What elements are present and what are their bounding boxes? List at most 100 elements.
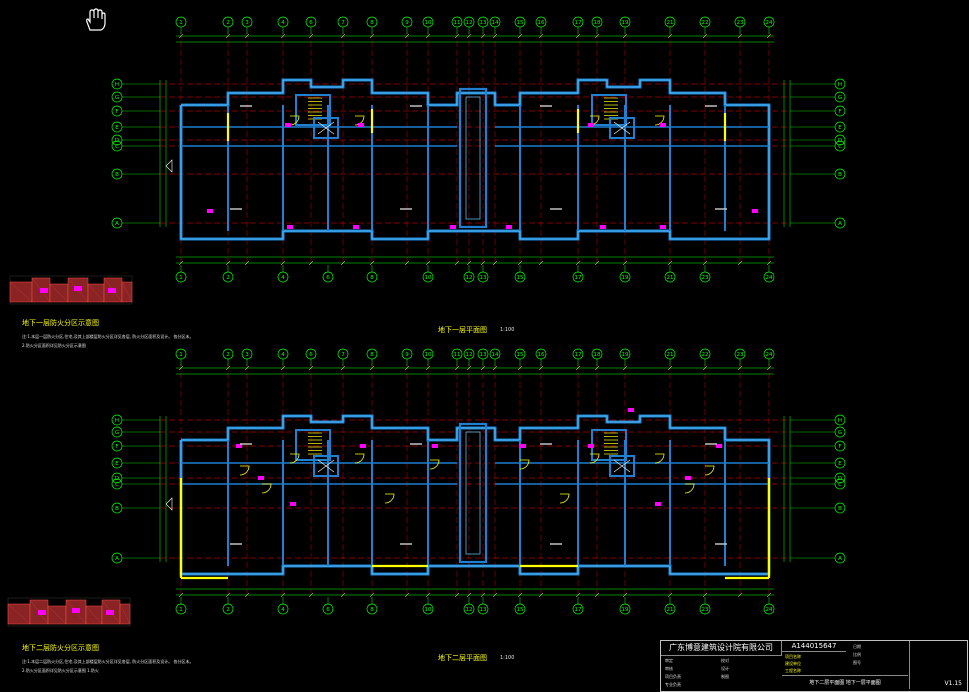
dimension-tick bbox=[575, 260, 581, 266]
axis-label: 12 bbox=[466, 352, 473, 358]
dimension-tick bbox=[766, 260, 772, 266]
dimension-tick bbox=[594, 260, 600, 266]
dimension-tick bbox=[280, 260, 286, 266]
dimension-tick bbox=[517, 33, 523, 39]
elevator-cross bbox=[613, 459, 631, 473]
pan-hand-icon[interactable] bbox=[84, 8, 106, 32]
dimension-tick bbox=[308, 260, 314, 266]
tb-cell-scale: 比例 bbox=[853, 652, 861, 657]
axis-label: 12 bbox=[466, 275, 473, 281]
hatch bbox=[47, 605, 67, 625]
tb-cell-date: 日期 bbox=[853, 644, 861, 649]
magenta-marker bbox=[432, 444, 438, 448]
hatch bbox=[87, 283, 105, 303]
dimension-tick bbox=[492, 260, 498, 266]
tb-cell-work-name: 工程名称 bbox=[785, 668, 801, 673]
dimension-tick bbox=[538, 365, 544, 371]
door-swing bbox=[519, 459, 530, 470]
row-label: F bbox=[838, 109, 841, 115]
magenta-marker bbox=[258, 476, 264, 480]
axis-label: 12 bbox=[466, 20, 473, 26]
exterior-wall-inner bbox=[180, 79, 770, 240]
elevator-cross bbox=[317, 121, 335, 135]
axis-label: 15 bbox=[517, 607, 524, 613]
axis-label: 18 bbox=[594, 352, 601, 358]
row-label: A bbox=[838, 556, 842, 562]
door-swing bbox=[654, 453, 665, 464]
dimension-tick bbox=[480, 365, 486, 371]
center-duct bbox=[458, 422, 488, 564]
row-label: C bbox=[838, 144, 842, 150]
axis-label: 23 bbox=[702, 275, 709, 281]
dimension-tick bbox=[480, 260, 486, 266]
dimension-tick bbox=[737, 33, 743, 39]
elevator-shaft bbox=[313, 117, 339, 139]
dimension-tick bbox=[538, 260, 544, 266]
row-label: F bbox=[838, 444, 841, 450]
axis-label: 24 bbox=[766, 352, 773, 358]
axis-label: 18 bbox=[594, 20, 601, 26]
row-label: E bbox=[115, 461, 119, 467]
dimension-tick bbox=[369, 592, 375, 598]
axis-label: 13 bbox=[480, 607, 487, 613]
company-name: 广东博意建筑设计院有限公司 bbox=[661, 641, 782, 656]
dimension-tick bbox=[244, 260, 250, 266]
axis-label: 15 bbox=[517, 20, 524, 26]
row-label: B bbox=[115, 506, 119, 512]
exterior-wall-inner bbox=[180, 415, 770, 575]
dimension-tick bbox=[622, 260, 628, 266]
axis-label: 23 bbox=[737, 20, 744, 26]
dimension-tick bbox=[425, 260, 431, 266]
axis-label: 21 bbox=[667, 352, 674, 358]
fire-zone-2-note-2: 2.防火分区面积详见防火分区示意图 1.防火 bbox=[22, 668, 99, 673]
axis-label: 10 bbox=[425, 275, 432, 281]
dimension-tick bbox=[702, 260, 708, 266]
row-label: H bbox=[838, 418, 842, 424]
tb-cell-check: 校对 bbox=[721, 658, 729, 663]
axis-label: 8 bbox=[370, 20, 374, 26]
row-label: A bbox=[115, 221, 119, 227]
axis-label: 2 bbox=[226, 275, 230, 281]
magenta-marker bbox=[450, 225, 456, 229]
magenta-marker bbox=[660, 225, 666, 229]
tb-cell-client: 建设单位 bbox=[785, 661, 801, 666]
axis-label: 21 bbox=[667, 275, 674, 281]
dimension-tick bbox=[702, 365, 708, 371]
dimension-tick bbox=[594, 33, 600, 39]
axis-label: 7 bbox=[341, 20, 345, 26]
dimension-tick bbox=[766, 365, 772, 371]
axis-label: 6 bbox=[309, 352, 313, 358]
magenta-marker bbox=[600, 225, 606, 229]
axis-label: 24 bbox=[766, 275, 773, 281]
dimension-tick bbox=[225, 365, 231, 371]
door-swing bbox=[429, 459, 440, 470]
axis-label: 22 bbox=[702, 352, 709, 358]
dimension-tick bbox=[480, 33, 486, 39]
dimension-tick bbox=[492, 365, 498, 371]
row-label: H bbox=[838, 82, 842, 88]
row-label: C bbox=[115, 482, 119, 488]
axis-label: 14 bbox=[492, 20, 499, 26]
axis-label: 13 bbox=[480, 20, 487, 26]
fire-zone-2-title: 地下二层防火分区示意图 bbox=[22, 644, 99, 652]
dimension-tick bbox=[244, 33, 250, 39]
dimension-tick bbox=[280, 365, 286, 371]
axis-label: 16 bbox=[538, 352, 545, 358]
title-block: 广东博意建筑设计院有限公司 A144015647 审定 审核 项目负责 专业负责… bbox=[660, 640, 968, 692]
fire-zone-diagram-1 bbox=[9, 275, 133, 305]
fire-zone-marker bbox=[72, 608, 80, 613]
dimension-tick bbox=[667, 365, 673, 371]
row-label: G bbox=[115, 95, 119, 101]
axis-label: 17 bbox=[575, 20, 582, 26]
center-duct-inner bbox=[465, 431, 481, 555]
row-label: G bbox=[838, 430, 842, 436]
axis-label: 17 bbox=[575, 352, 582, 358]
dimension-tick bbox=[244, 592, 250, 598]
tb-cell-sheet-no: 图号 bbox=[853, 660, 861, 665]
axis-label: 23 bbox=[737, 352, 744, 358]
axis-label: 23 bbox=[702, 607, 709, 613]
axis-label: 7 bbox=[341, 352, 345, 358]
row-label: H bbox=[115, 418, 119, 424]
